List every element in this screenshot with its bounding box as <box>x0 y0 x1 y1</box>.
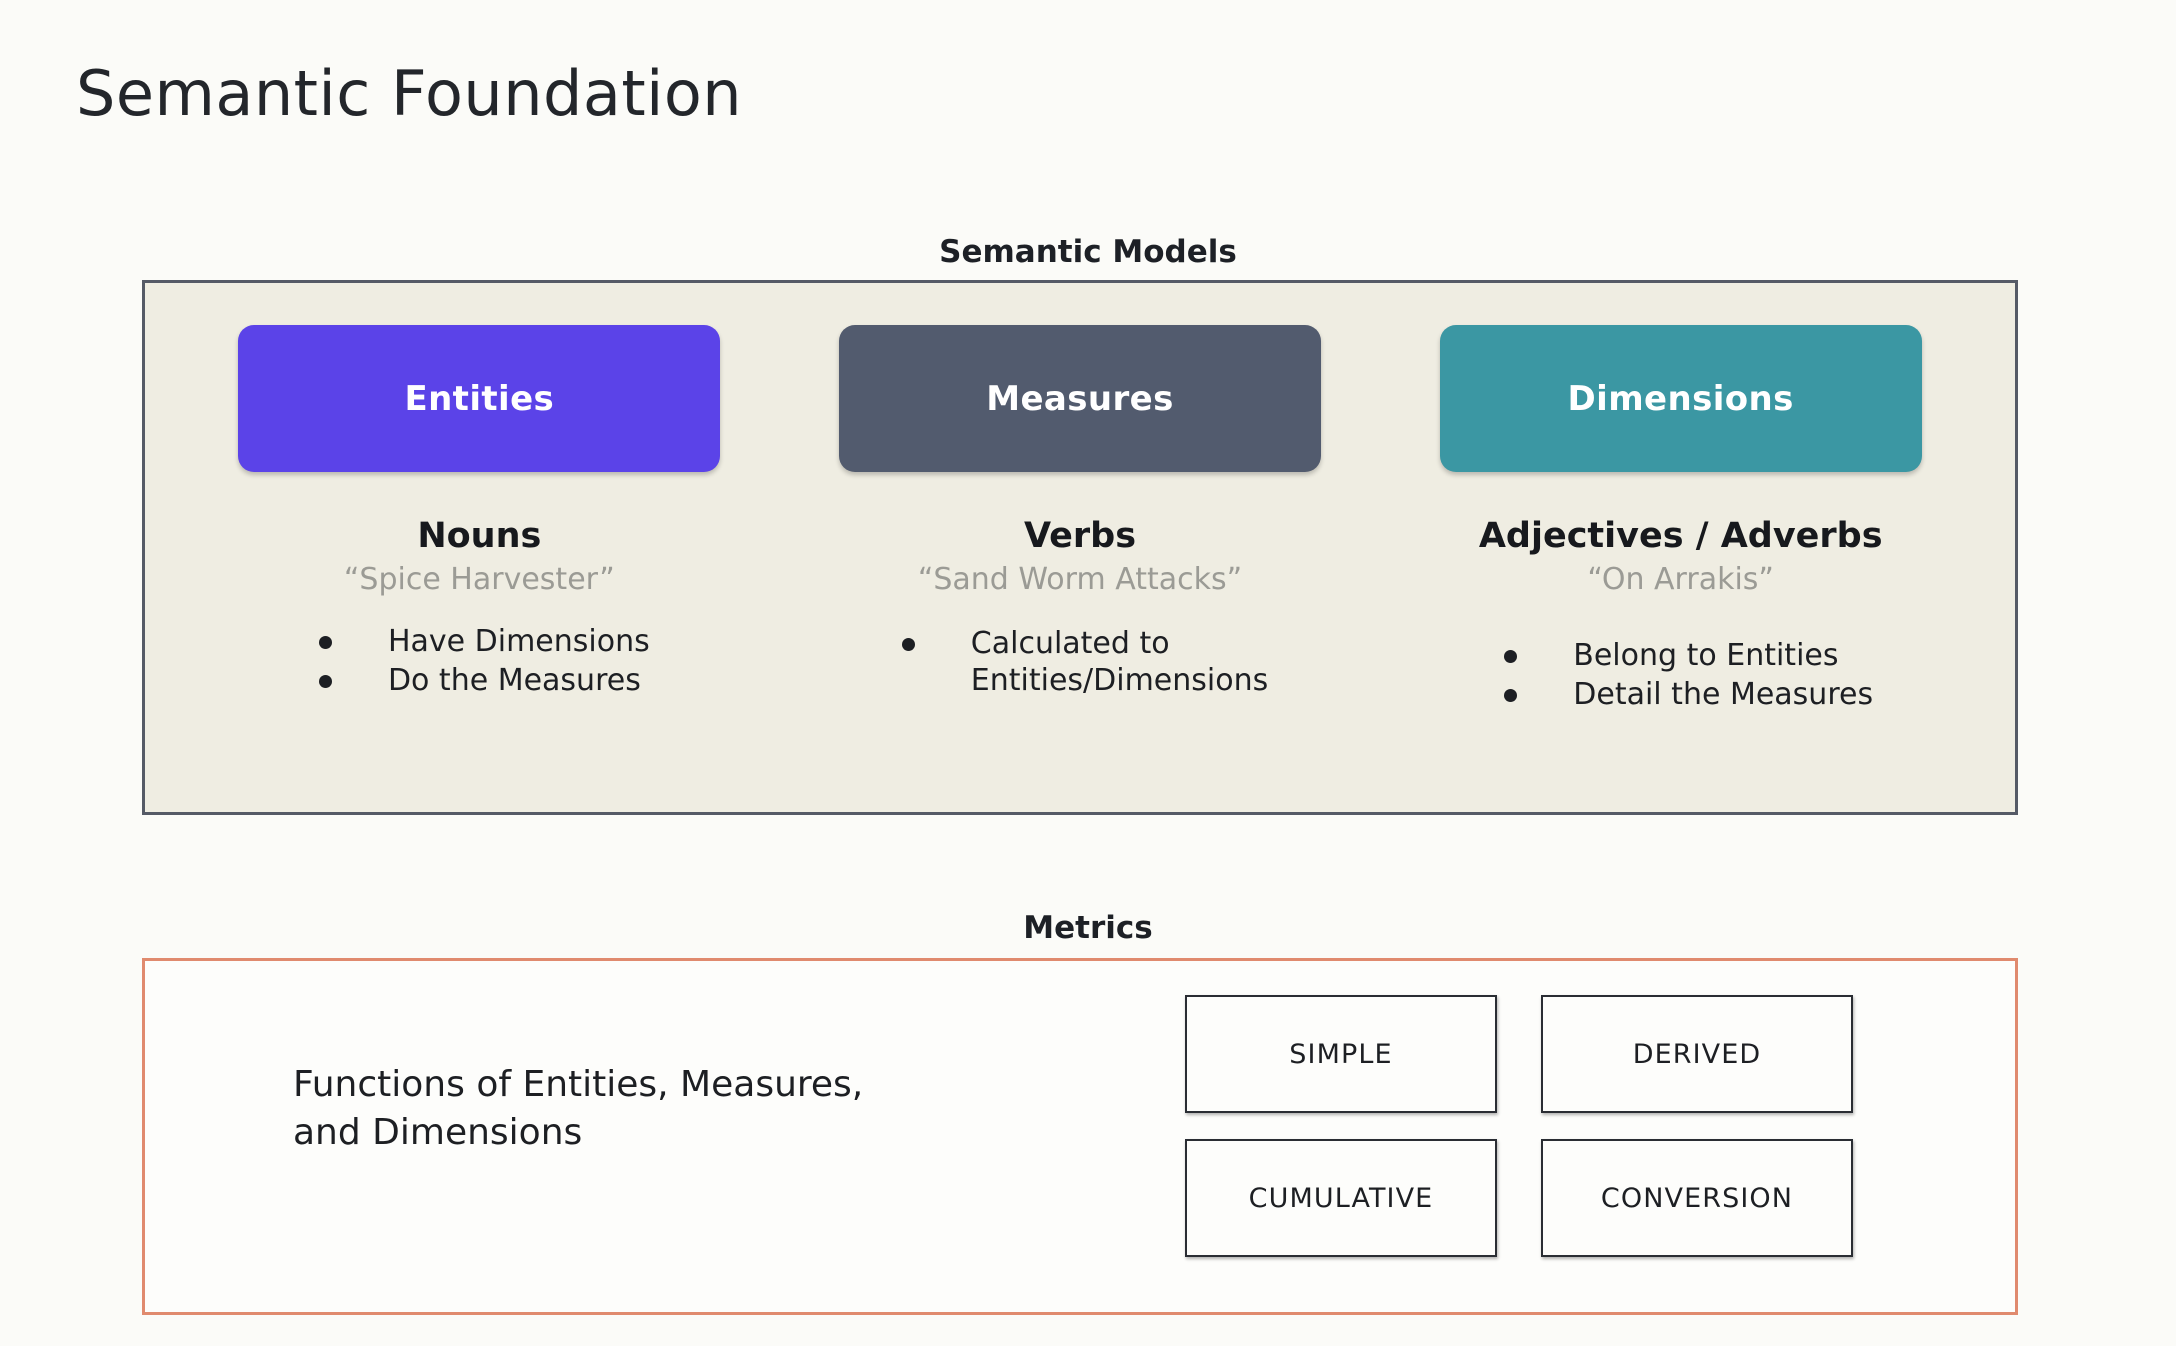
dimensions-bullet-list: Belong to Entities Detail the Measures <box>1504 637 1873 715</box>
measures-part-of-speech: Verbs <box>1023 516 1137 556</box>
bullet-text: Detail the Measures <box>1573 677 1874 713</box>
metrics-caption: Metrics <box>1023 910 1153 946</box>
bullet-text: Calculated to Entities/Dimensions <box>970 626 1269 699</box>
dimensions-pill[interactable]: Dimensions <box>1439 325 1922 472</box>
metrics-description: Functions of Entities, Measures, and Dim… <box>293 1064 864 1153</box>
metrics-type-grid: SIMPLE DERIVED CUMULATIVE CONVERSION <box>1185 995 1853 1257</box>
list-item: Detail the Measures <box>1504 676 1873 713</box>
metric-box-cumulative[interactable]: CUMULATIVE <box>1185 1139 1497 1257</box>
metric-box-conversion[interactable]: CONVERSION <box>1541 1139 1853 1257</box>
measures-example: “Sand Worm Attacks” <box>917 562 1243 597</box>
bullet-dot-icon <box>318 675 332 689</box>
dimensions-part-of-speech: Adjectives / Adverbs <box>1478 516 1883 556</box>
semantic-models-panel: Entities Nouns “Spice Harvester” Have Di… <box>142 280 2018 815</box>
dimensions-example: “On Arrakis” <box>1587 562 1774 597</box>
model-column-entities: Entities Nouns “Spice Harvester” Have Di… <box>179 325 780 812</box>
page-title: Semantic Foundation <box>76 57 743 130</box>
bullet-text: Have Dimensions <box>387 624 650 659</box>
bullet-text: Do the Measures <box>387 663 641 699</box>
list-item: Do the Measures <box>318 662 650 699</box>
semantic-models-columns: Entities Nouns “Spice Harvester” Have Di… <box>145 283 2015 812</box>
metric-box-derived[interactable]: DERIVED <box>1541 995 1853 1113</box>
metrics-panel: Functions of Entities, Measures, and Dim… <box>142 958 2018 1315</box>
bullet-dot-icon <box>1504 650 1518 663</box>
entities-pill[interactable]: Entities <box>238 325 721 472</box>
semantic-models-caption: Semantic Models <box>939 234 1237 270</box>
measures-pill[interactable]: Measures <box>839 325 1321 472</box>
bullet-text: Belong to Entities <box>1573 638 1839 673</box>
entities-bullet-list: Have Dimensions Do the Measures <box>318 623 650 701</box>
list-item: Have Dimensions <box>318 623 650 660</box>
list-item: Calculated to Entities/Dimensions <box>901 625 1269 699</box>
list-item: Belong to Entities <box>1504 637 1873 674</box>
bullet-dot-icon <box>901 638 915 651</box>
entities-example: “Spice Harvester” <box>343 562 615 597</box>
model-column-dimensions: Dimensions Adjectives / Adverbs “On Arra… <box>1380 325 1981 812</box>
entities-part-of-speech: Nouns <box>417 516 542 556</box>
bullet-dot-icon <box>1504 689 1518 703</box>
model-column-measures: Measures Verbs “Sand Worm Attacks” Calcu… <box>780 325 1381 812</box>
metric-box-simple[interactable]: SIMPLE <box>1185 995 1497 1113</box>
bullet-dot-icon <box>318 636 332 649</box>
measures-bullet-list: Calculated to Entities/Dimensions <box>901 625 1269 701</box>
